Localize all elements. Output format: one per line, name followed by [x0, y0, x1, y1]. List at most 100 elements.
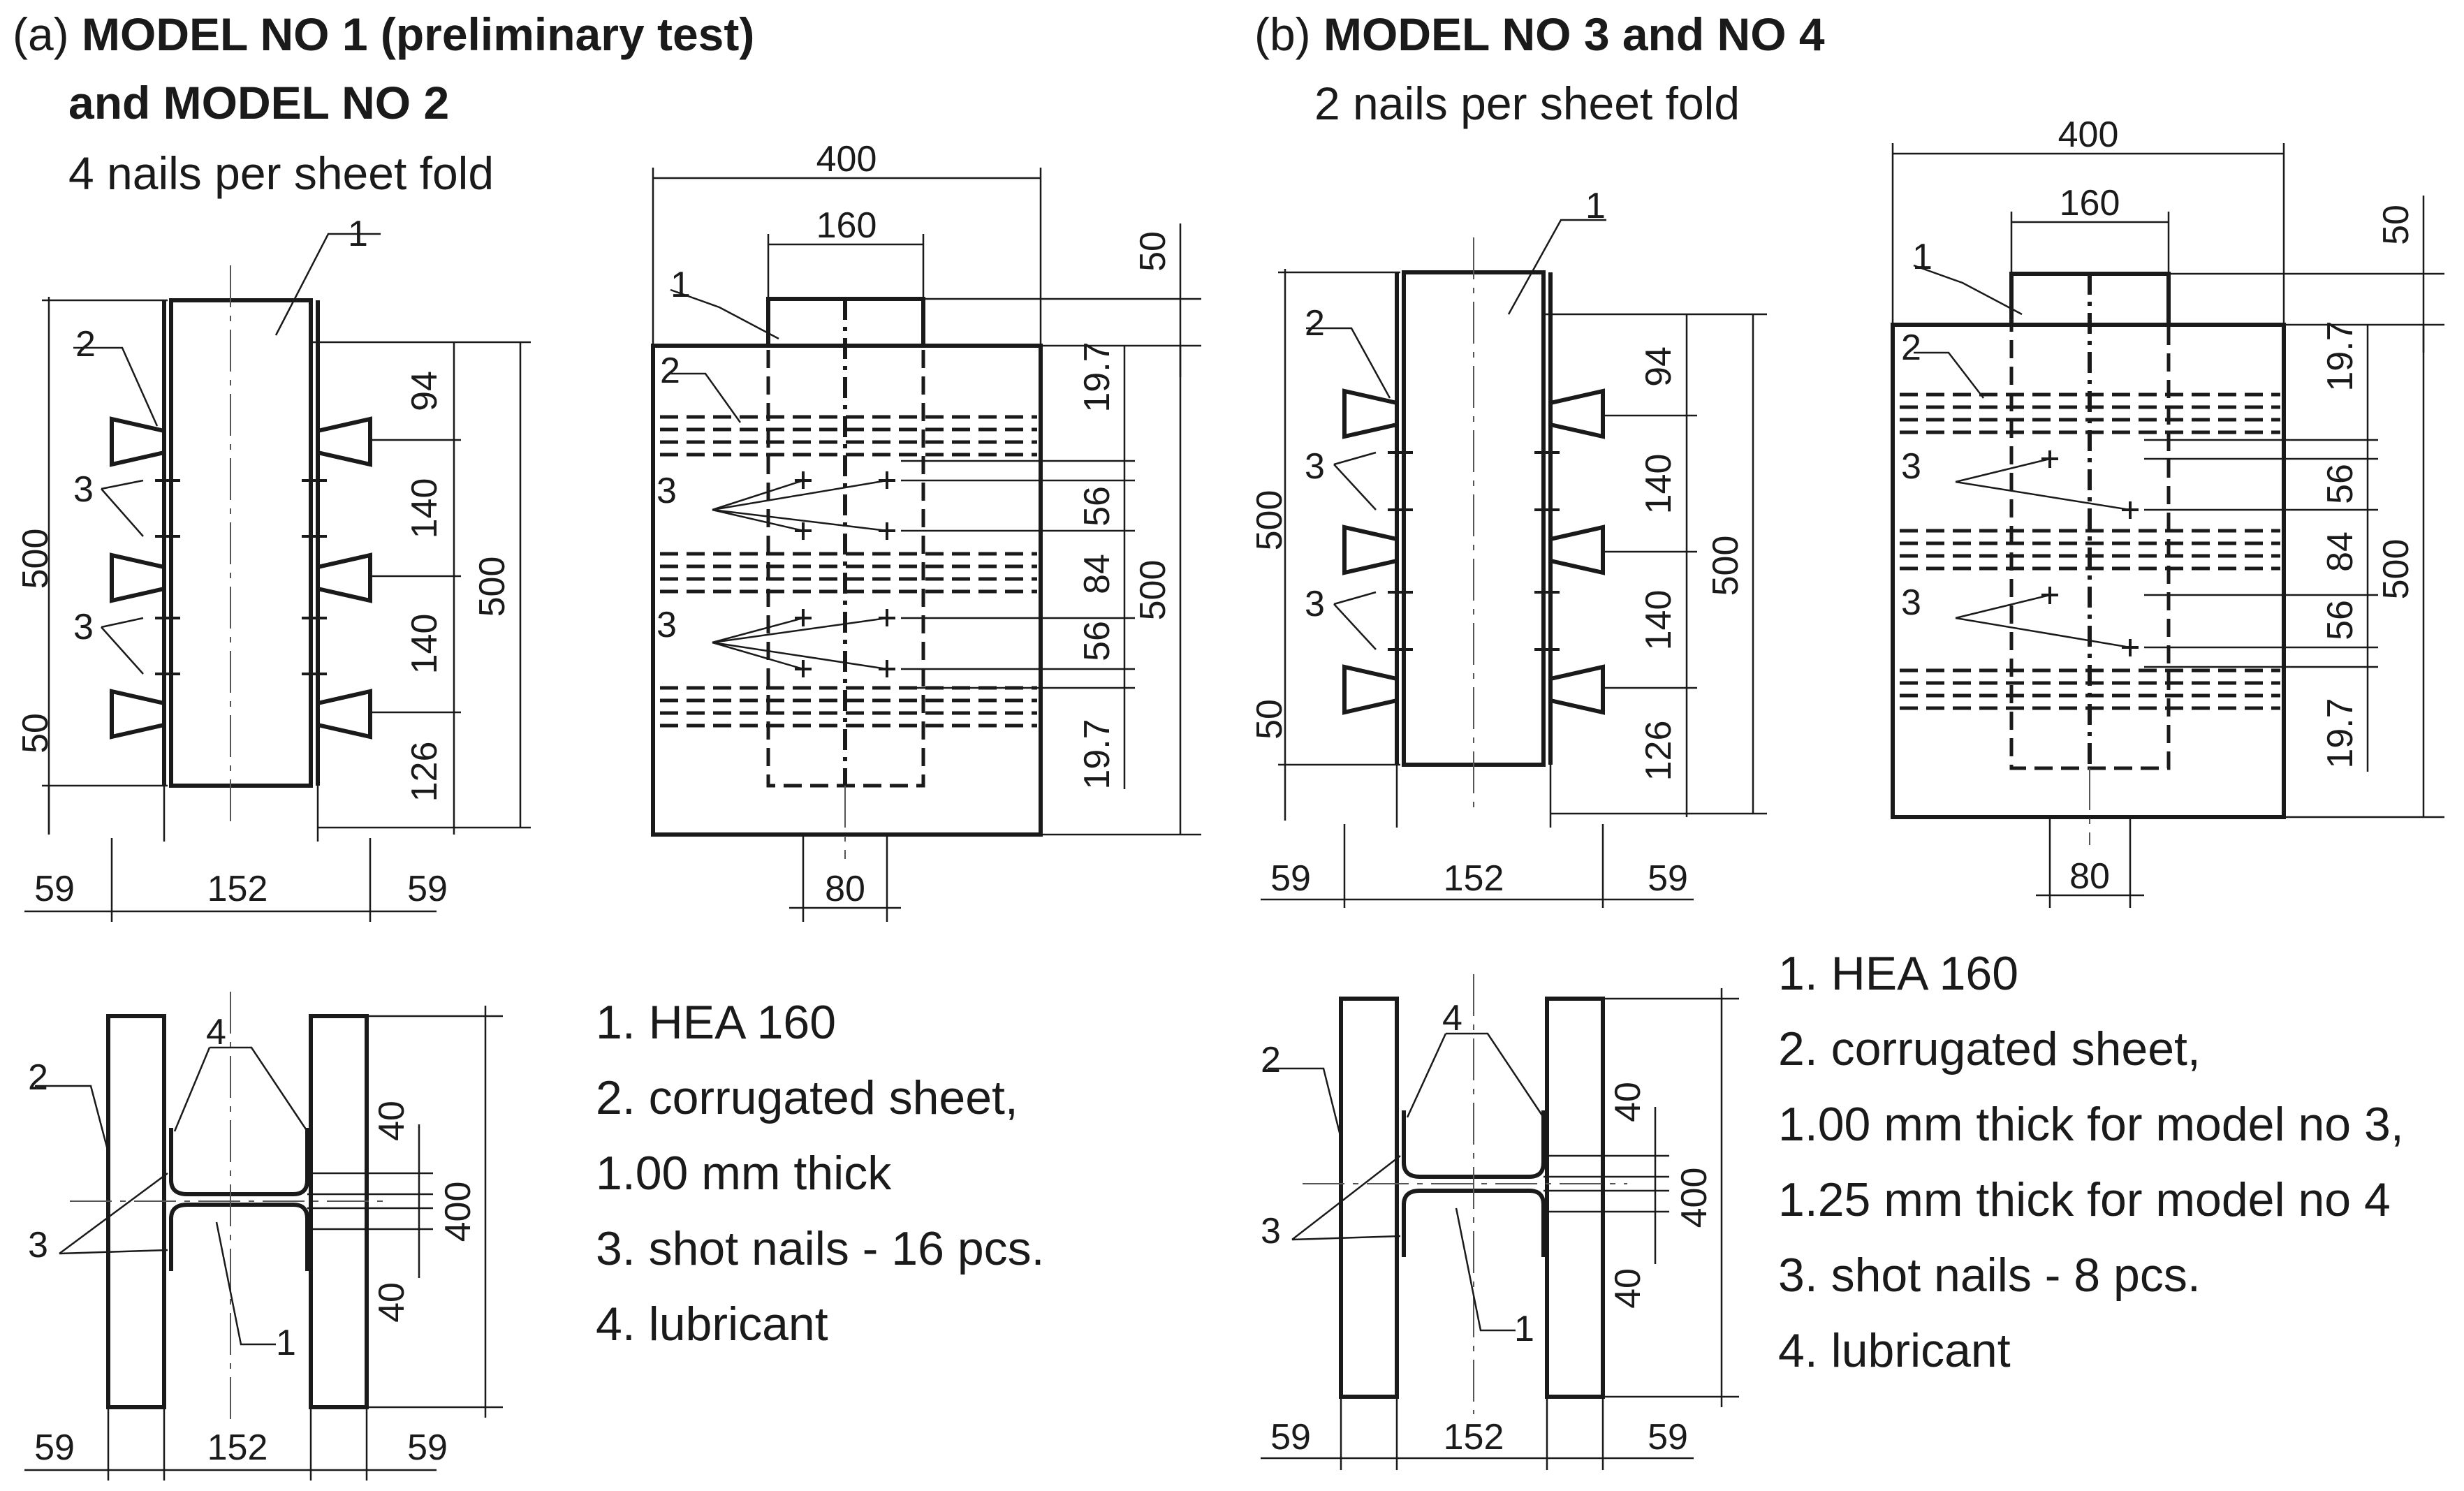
panel-b-legend: 1. HEA 160 2. corrugated sheet, 1.00 mm …	[1778, 936, 2404, 1388]
marker-4: 4	[1442, 998, 1462, 1038]
panel-a-title-line1: MODEL NO 1 (preliminary test)	[82, 8, 755, 60]
marker-3: 3	[1901, 582, 1921, 623]
marker-2: 2	[1901, 328, 1921, 368]
marker-4: 4	[206, 1012, 226, 1052]
panel-a-title-line2: and MODEL NO 2	[68, 77, 450, 128]
dim-59: 59	[407, 1427, 448, 1468]
panel-a-elevation: 2 3 3 1 500 50 94 140 140 126 500 59 152…	[15, 214, 531, 922]
panel-b-title-line1: MODEL NO 3 and NO 4	[1323, 8, 1825, 60]
dim-400: 400	[816, 139, 877, 179]
panel-b-elevation: 2 3 3 1 500 50 94 140 140 126 500 59 152…	[1249, 186, 1767, 908]
marker-3: 3	[657, 471, 677, 511]
marker-3: 3	[73, 607, 94, 647]
marker-3: 3	[657, 605, 677, 645]
legend-b-item-4: 1.25 mm thick for model no 4	[1778, 1173, 2391, 1226]
panel-b-front-view: 1 2 3 3 400 160 50 19.7 56 84 56 19.7 50…	[1891, 115, 2444, 908]
legend-a-item-1: 1. HEA 160	[596, 996, 837, 1049]
flange-top	[169, 1128, 309, 1196]
dim-126: 126	[1638, 721, 1679, 781]
panel-a-plan-view: 2 3 4 1 40 40 400 59 152 59	[24, 992, 503, 1481]
dim-19-7: 19.7	[2320, 321, 2361, 391]
dim-152: 152	[1444, 1417, 1504, 1457]
panel-a-front-view: 1 2 3 3 400 160 50 19.7 56 84 56 19.7 50…	[651, 139, 1201, 922]
dim-152: 152	[207, 1427, 268, 1468]
fold-right-2	[316, 552, 372, 603]
panel-a-heading: (a) MODEL NO 1 (preliminary test)	[13, 6, 754, 64]
hea-column	[169, 298, 313, 788]
dim-400: 400	[1674, 1168, 1715, 1228]
legend-b-item-5: 3. shot nails - 8 pcs.	[1778, 1249, 2201, 1302]
dim-40: 40	[372, 1282, 412, 1323]
dim-59: 59	[1648, 858, 1688, 899]
legend-b-item-3: 1.00 mm thick for model no 3,	[1778, 1098, 2404, 1151]
flange-bottom	[169, 1203, 309, 1271]
marker-2: 2	[75, 324, 96, 365]
legend-b-item-2: 2. corrugated sheet,	[1778, 1022, 2201, 1075]
sheet-right	[309, 1014, 369, 1409]
dim-59: 59	[1270, 858, 1311, 899]
dim-80: 80	[2069, 856, 2110, 897]
dim-94: 94	[1638, 346, 1679, 387]
legend-a-item-2: 2. corrugated sheet,	[596, 1071, 1018, 1124]
dim-84: 84	[1077, 554, 1117, 594]
dim-59: 59	[1648, 1417, 1688, 1457]
dim-56: 56	[2320, 464, 2361, 504]
sheet-left	[106, 1014, 166, 1409]
dim-400: 400	[438, 1182, 478, 1242]
dim-160: 160	[816, 205, 877, 246]
dim-160: 160	[2060, 183, 2120, 223]
marker-2: 2	[28, 1057, 48, 1098]
dim-94: 94	[404, 371, 445, 411]
marker-1: 1	[348, 214, 368, 254]
panel-a-legend: 1. HEA 160 2. corrugated sheet, 1.00 mm …	[596, 985, 1045, 1362]
marker-3: 3	[28, 1225, 48, 1265]
dim-126: 126	[404, 742, 445, 802]
dim-500: 500	[2376, 539, 2417, 600]
marker-3: 3	[1261, 1211, 1281, 1251]
dim-19-7: 19.7	[1077, 719, 1117, 789]
dim-500: 500	[472, 557, 513, 617]
dim-50: 50	[1133, 231, 1173, 272]
panel-b-label: (b)	[1254, 8, 1311, 60]
marker-1: 1	[276, 1323, 296, 1363]
fold-left-2	[110, 552, 166, 603]
fold-left-1	[110, 416, 166, 467]
marker-3: 3	[1901, 446, 1921, 487]
fold-right-3	[316, 689, 372, 740]
panel-b-subtitle: 2 nails per sheet fold	[1314, 78, 1740, 129]
marker-1: 1	[670, 265, 691, 305]
dim-59: 59	[1270, 1417, 1311, 1457]
panel-a-label: (a)	[13, 8, 69, 60]
dim-59: 59	[407, 869, 448, 909]
dim-56: 56	[2320, 600, 2361, 640]
dim-400: 400	[2058, 115, 2119, 155]
dim-59: 59	[34, 869, 75, 909]
dim-500: 500	[1706, 536, 1746, 596]
marker-1: 1	[1585, 186, 1606, 226]
marker-2: 2	[1261, 1040, 1281, 1080]
dim-40: 40	[1608, 1268, 1648, 1309]
dim-84: 84	[2320, 531, 2361, 572]
fold-right-1	[316, 416, 372, 467]
dim-56: 56	[1077, 621, 1117, 661]
dim-140: 140	[1638, 590, 1679, 651]
dim-140: 140	[404, 478, 445, 539]
marker-3: 3	[1305, 584, 1325, 624]
dim-19-7: 19.7	[1077, 341, 1117, 412]
panel-b-plan-view: 2 3 4 1 40 40 400 59 152 59	[1261, 974, 1739, 1470]
dim-140: 140	[1638, 454, 1679, 515]
dim-500: 500	[15, 529, 56, 589]
dim-19-7: 19.7	[2320, 698, 2361, 768]
panel-b-heading: (b) MODEL NO 3 and NO 4	[1254, 6, 1825, 64]
marker-3: 3	[73, 469, 94, 510]
dim-40: 40	[1608, 1082, 1648, 1122]
dim-56: 56	[1077, 486, 1117, 527]
legend-a-item-4: 3. shot nails - 16 pcs.	[596, 1222, 1045, 1275]
marker-2: 2	[1305, 303, 1325, 344]
dim-59: 59	[34, 1427, 75, 1468]
dim-80: 80	[825, 869, 865, 909]
dim-50: 50	[2376, 205, 2417, 245]
panel-a-subtitle: 4 nails per sheet fold	[68, 147, 494, 199]
dim-152: 152	[1444, 858, 1504, 899]
